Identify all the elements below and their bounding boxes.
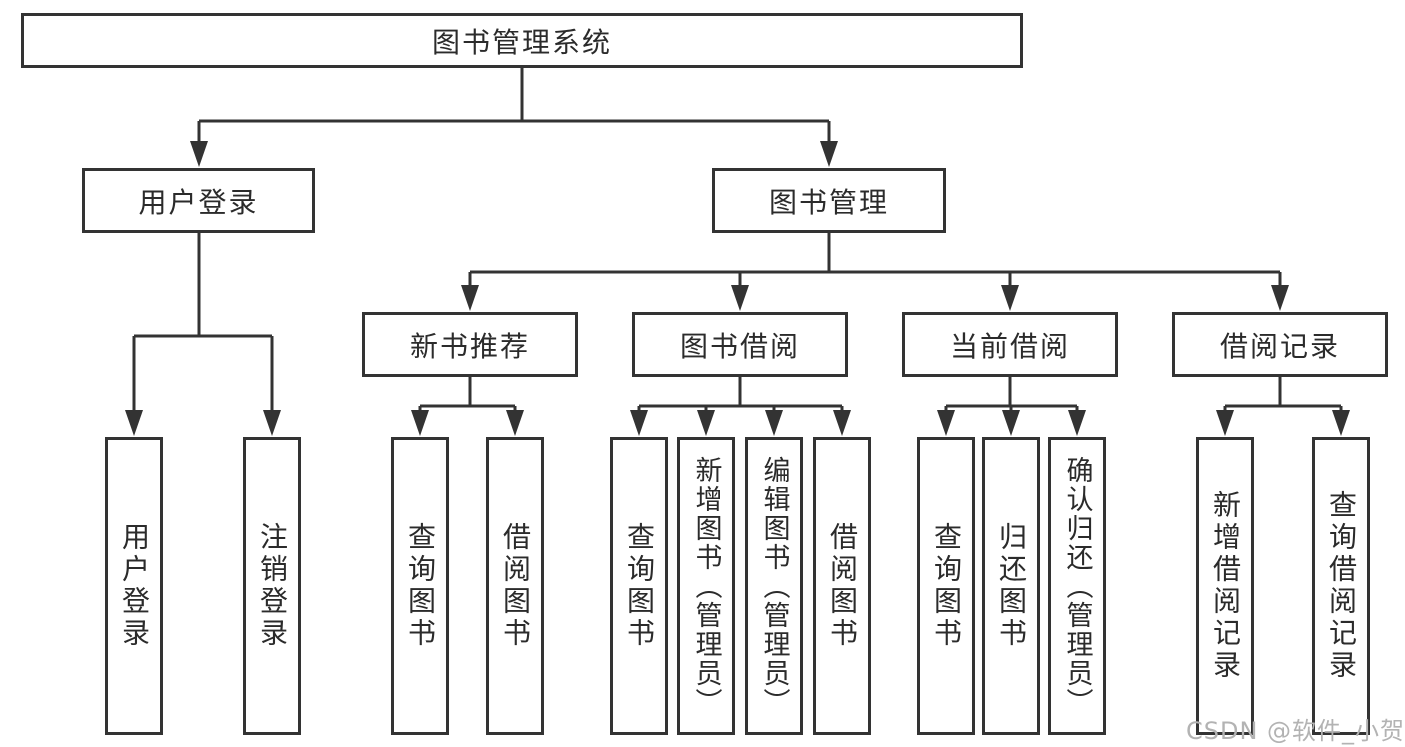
node-book-management-module-label: 图书管理 [768,185,889,219]
node-user-login-module-label: 用户登录 [138,185,259,219]
leaf-query-borrow-record: 查询借阅记录 [1312,437,1370,735]
leaf-query-book-borrow-label: 查询图书 [623,522,656,650]
leaf-borrow-book-recommend: 借阅图书 [486,437,544,735]
node-user-login-module: 用户登录 [82,168,315,233]
leaf-query-book-recommend-label: 查询图书 [404,522,437,650]
leaf-borrow-book: 借阅图书 [813,437,871,735]
leaf-return-book-label: 归还图书 [995,522,1028,650]
leaf-return-book: 归还图书 [982,437,1040,735]
node-borrow-record-label: 借阅记录 [1219,329,1340,363]
node-new-book-recommend: 新书推荐 [362,312,578,377]
leaf-confirm-return-admin: 确认归还（管理员） [1048,437,1106,735]
leaf-borrow-book-recommend-label: 借阅图书 [499,522,532,650]
leaf-edit-book-admin: 编辑图书（管理员） [745,437,803,735]
leaf-add-book-admin-label: 新增图书（管理员） [690,455,722,717]
leaf-query-borrow-record-label: 查询借阅记录 [1325,490,1358,682]
node-book-borrow: 图书借阅 [632,312,848,377]
leaf-logout: 注销登录 [243,437,301,735]
leaf-logout-label: 注销登录 [256,522,289,650]
leaf-user-login-label: 用户登录 [118,522,151,650]
leaf-user-login: 用户登录 [105,437,163,735]
node-current-borrow-label: 当前借阅 [949,329,1070,363]
node-current-borrow: 当前借阅 [902,312,1118,377]
leaf-borrow-book-label: 借阅图书 [826,522,859,650]
node-book-management-module: 图书管理 [712,168,946,233]
node-root-system: 图书管理系统 [21,13,1023,68]
node-borrow-record: 借阅记录 [1172,312,1388,377]
csdn-watermark: CSDN @软件_小贺同学 [1186,717,1405,745]
leaf-edit-book-admin-label: 编辑图书（管理员） [758,455,790,717]
leaf-query-book-current: 查询图书 [917,437,975,735]
node-root-system-label: 图书管理系统 [431,25,612,59]
leaf-confirm-return-admin-label: 确认归还（管理员） [1061,455,1093,717]
leaf-query-book-borrow: 查询图书 [610,437,668,735]
leaf-add-book-admin: 新增图书（管理员） [677,437,735,735]
node-new-book-recommend-label: 新书推荐 [409,329,530,363]
leaf-add-borrow-record: 新增借阅记录 [1196,437,1254,735]
leaf-query-book-current-label: 查询图书 [930,522,963,650]
leaf-query-book-recommend: 查询图书 [391,437,449,735]
node-book-borrow-label: 图书借阅 [679,329,800,363]
leaf-add-borrow-record-label: 新增借阅记录 [1209,490,1242,682]
